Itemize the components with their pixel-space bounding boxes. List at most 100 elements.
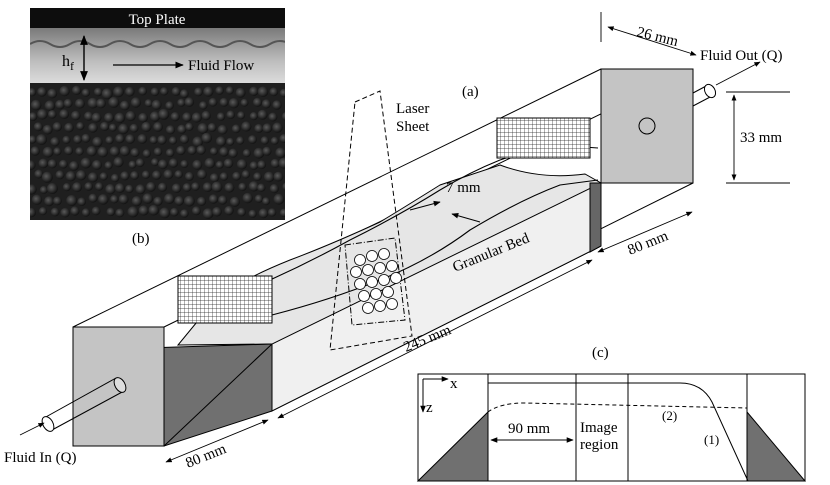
bead [197,122,209,134]
bead [196,145,206,155]
bead [273,193,285,205]
bead [44,100,56,111]
bead [272,122,283,133]
bead [50,137,60,147]
bead [248,181,260,192]
sample-bead [386,260,398,272]
reservoir-out-label: 80 mm [626,228,671,259]
bead [119,145,131,157]
bead [142,193,154,204]
bead [158,159,168,170]
bead [95,182,104,191]
bead [137,134,148,144]
bead [174,196,184,206]
bead [118,194,129,205]
profile-curve-2 [487,402,748,413]
bead [235,87,246,98]
bead [219,172,229,181]
bead [236,136,245,145]
bead [92,136,103,148]
bead [171,86,181,96]
bead [87,172,99,183]
sample-bead [354,254,366,266]
bead [104,161,113,170]
bead [249,161,259,170]
bead [177,98,186,107]
laser-label-line1: Laser [396,101,429,117]
bead [159,207,171,219]
bead [204,157,216,169]
bead [286,98,297,109]
bead [34,169,44,179]
bead [119,100,130,111]
bead [260,136,269,145]
bead [215,86,224,95]
sample-bead [362,302,374,314]
bead [62,183,71,192]
bead [125,86,135,97]
bead [63,98,73,108]
bead [76,122,85,131]
bead [80,157,92,169]
sample-bead [386,298,398,310]
interface-wave [30,40,285,48]
bead [50,207,60,217]
sample-bead [390,272,402,284]
bead [59,85,70,97]
bead [91,112,102,123]
bead [92,159,102,170]
bead [55,99,65,110]
bead [146,181,156,192]
bead [86,146,97,157]
bead [41,171,53,183]
bead [262,123,273,134]
bead [219,147,229,157]
left-mesh-screen [177,275,273,324]
sample-bead [374,300,386,312]
bead [170,207,179,217]
bead [248,209,257,218]
reservoir-out-dimension [597,211,693,253]
bead [66,195,78,206]
bead [252,97,263,107]
bead [105,136,114,145]
sample-bead [366,276,378,288]
bead [197,169,207,180]
bead [192,136,203,148]
bead [64,146,74,156]
height-label: 33 mm [740,130,782,146]
bead [165,148,175,158]
bead [226,137,235,146]
bead [278,157,285,169]
bead [73,135,82,144]
bead [64,122,74,133]
bead [228,98,240,109]
bead [240,98,249,107]
bead [258,208,269,219]
bead [153,122,163,132]
z-axis-label: z [426,400,433,416]
gap-arrow-lower [451,213,481,223]
bead [59,159,68,169]
bead [47,88,58,99]
bead [100,121,110,131]
bead [88,193,98,203]
left-dark-slope [145,343,273,447]
bead [199,101,208,110]
bead [131,196,142,207]
profile-curve-1 [488,382,749,482]
bead [127,206,139,218]
bead [263,171,275,183]
bead [91,206,101,216]
photo-inset: Top Plate hf Fluid Flow (b) [30,8,297,247]
bead [197,196,207,206]
bead [142,149,151,158]
bead [71,110,81,121]
bead [101,88,113,100]
bead [59,109,70,119]
bead [106,207,116,217]
distance-label: 90 mm [508,421,550,437]
inset-c [416,373,807,482]
gap-label: 7 mm [446,180,481,196]
bead [114,183,125,194]
